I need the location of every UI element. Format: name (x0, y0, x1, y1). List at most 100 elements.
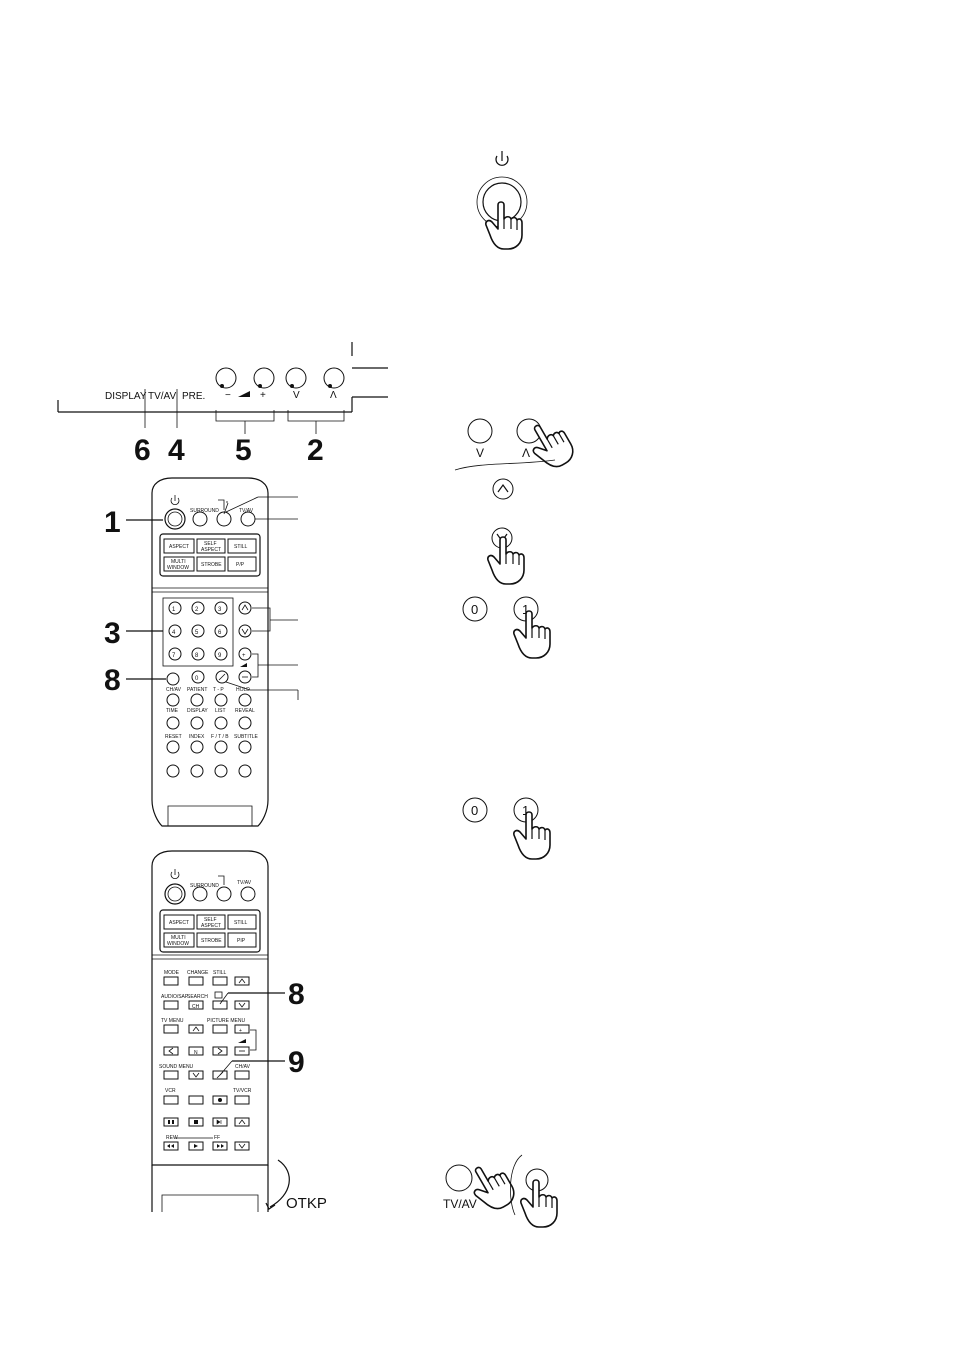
digit-buttons-illustration-2: 0 1 (462, 797, 551, 860)
svg-text:1: 1 (172, 607, 176, 613)
svg-text:LIST: LIST (215, 708, 226, 714)
callout-9: 9 (288, 1046, 305, 1079)
svg-text:+: + (239, 1028, 242, 1034)
svg-text:Λ: Λ (522, 446, 530, 460)
remote1-digit-4: 4 (168, 624, 182, 638)
svg-text:SELF: SELF (204, 917, 217, 923)
remote1-digit-1: 1 (168, 601, 182, 615)
volume-down-button (215, 367, 237, 389)
svg-text:MULTI: MULTI (171, 935, 186, 941)
open-label: OTKP (286, 1195, 327, 1212)
svg-text:9: 9 (218, 653, 222, 659)
remote1-surround-label: SURROUND (190, 508, 219, 514)
svg-text:6: 6 (218, 630, 222, 636)
pointing-hand-icon (520, 1179, 558, 1228)
pointing-hand-icon (485, 201, 523, 250)
remote2-text-button (212, 1000, 228, 1010)
svg-text:ASPECT: ASPECT (201, 923, 221, 929)
svg-text:CH: CH (192, 1004, 200, 1010)
power-icon (170, 495, 180, 506)
svg-text:1: 1 (522, 602, 529, 617)
remote1-digit-9: 9 (214, 647, 228, 661)
svg-text:5: 5 (195, 630, 199, 636)
ch-up-circle (492, 478, 514, 500)
svg-text:SURROUND: SURROUND (190, 883, 219, 889)
remote1-recall-button (166, 672, 180, 686)
svg-text:WINDOW: WINDOW (167, 565, 189, 571)
svg-text:MODE: MODE (164, 970, 180, 976)
svg-text:STILL: STILL (213, 970, 227, 976)
svg-text:SEARCH: SEARCH (187, 994, 208, 1000)
front-panel-illustration: DISPLAY TV/AV PRE. − + V Λ 6 4 5 2 (57, 342, 388, 467)
remote1-tvav-label: TV/AV (239, 508, 254, 514)
svg-text:8: 8 (195, 653, 199, 659)
pointing-hand-icon (487, 536, 525, 585)
tvav-label: TV/AV (148, 391, 176, 402)
remote1-digit-5: 5 (191, 624, 205, 638)
callout-8b: 8 (288, 978, 305, 1011)
svg-text:TV/VCR: TV/VCR (233, 1088, 252, 1094)
digit-buttons-illustration-1: 0 1 (462, 596, 551, 659)
svg-text:INDEX: INDEX (189, 734, 205, 740)
power-icon (170, 869, 180, 880)
svg-text:TV/AV: TV/AV (237, 880, 252, 886)
svg-text:F / T / B: F / T / B (211, 734, 229, 740)
callout-3: 3 (104, 617, 121, 650)
svg-text:STILL: STILL (234, 544, 248, 550)
svg-text:WINDOW: WINDOW (167, 941, 189, 947)
svg-text:4: 4 (172, 630, 176, 636)
svg-text:HOLD: HOLD (236, 687, 250, 693)
svg-text:ASPECT: ASPECT (201, 547, 221, 553)
remote1-ch-down-button (238, 624, 252, 638)
ch-up-label: Λ (330, 390, 337, 401)
svg-text:3: 3 (218, 607, 222, 613)
remote-control-2: SURROUND TV/AV ASPECT SELF ASPECT STILL … (151, 850, 327, 1212)
remote1-digit-3: 3 (214, 601, 228, 615)
remote1-vol-up-button (238, 647, 252, 661)
volume-up-button (253, 367, 275, 389)
remote1-mute-button (216, 511, 232, 527)
callout-6: 6 (134, 434, 151, 467)
svg-text:TV MENU: TV MENU (161, 1018, 184, 1024)
remote1-tvav-button (240, 511, 256, 527)
callout-2: 2 (307, 434, 324, 467)
svg-text:V: V (476, 446, 484, 460)
channel-buttons-illustration: V Λ (454, 414, 579, 585)
svg-text:1: 1 (522, 803, 529, 818)
vol-minus-label: − (225, 390, 231, 401)
remote1-digit-2: 2 (191, 601, 205, 615)
svg-text:+: + (242, 653, 246, 659)
svg-text:P/P: P/P (236, 562, 245, 568)
svg-text:2: 2 (195, 607, 199, 613)
svg-text:STROBE: STROBE (201, 938, 222, 944)
callout-4: 4 (168, 434, 185, 467)
remote-control-1: SURROUND TV/AV ASPECT SELF ASPECT STILL … (104, 477, 299, 827)
remote1-power-button (164, 508, 186, 530)
svg-text:PIP: PIP (237, 938, 246, 944)
svg-text:REVEAL: REVEAL (235, 708, 255, 714)
tvav-buttons-illustration: TV/AV (443, 1154, 558, 1228)
svg-text:REW: REW (166, 1135, 178, 1141)
svg-text:STILL: STILL (234, 920, 248, 926)
svg-text:ASPECT: ASPECT (169, 544, 189, 550)
svg-text:DISPLAY: DISPLAY (187, 708, 208, 714)
remote1-ch-up-button (238, 601, 252, 615)
svg-text:CHANGE: CHANGE (187, 970, 209, 976)
svg-text:SOUND MENU: SOUND MENU (159, 1064, 194, 1070)
ch-down-label: V (293, 390, 300, 401)
channel-down-button (285, 367, 307, 389)
volume-icon (238, 391, 250, 397)
mute-icon (218, 499, 225, 510)
svg-text:CH/AV: CH/AV (166, 687, 182, 693)
mute-icon (218, 875, 225, 885)
open-arrow-icon (269, 1159, 290, 1208)
power-icon (495, 151, 509, 166)
svg-text:VCR: VCR (165, 1088, 176, 1094)
svg-text:RESET: RESET (165, 734, 182, 740)
remote1-digit-0: 0 (191, 670, 205, 684)
svg-text:ASPECT: ASPECT (169, 920, 189, 926)
remote1-digit-7: 7 (168, 647, 182, 661)
svg-text:0: 0 (471, 803, 478, 818)
svg-text:0: 0 (471, 602, 478, 617)
